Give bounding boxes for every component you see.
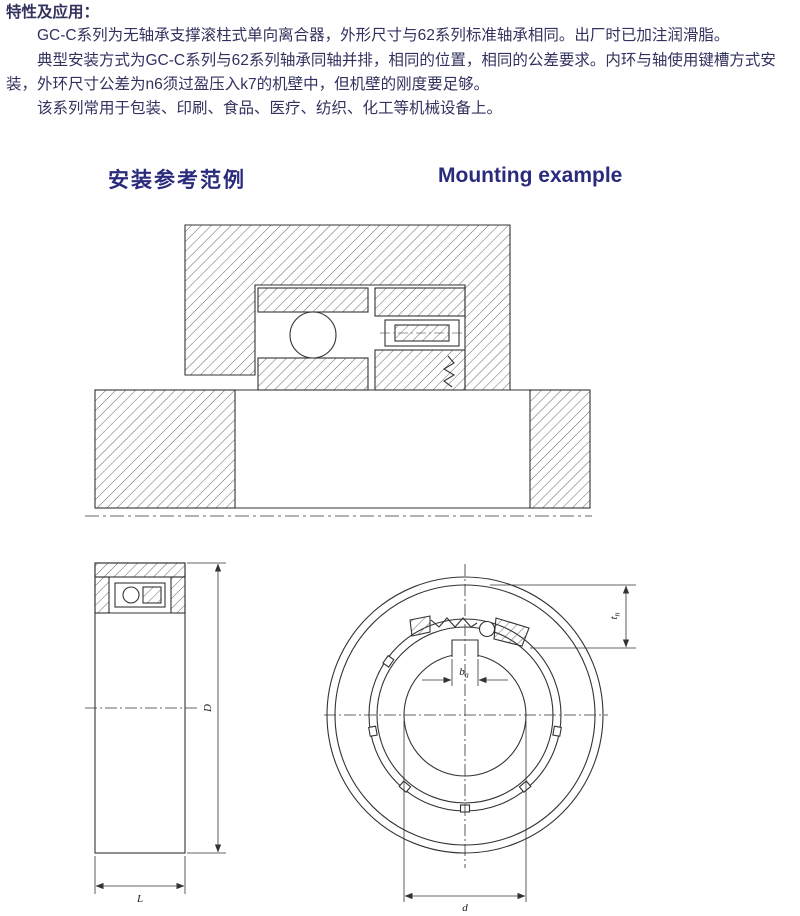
clutch-spring xyxy=(442,355,456,388)
heading-mounting-example-en: Mounting example xyxy=(438,164,623,187)
body-paragraph: GC-C系列为无轴承支撑滚柱式单向离合器，外形尺寸与62系列标准轴承相同。出厂时… xyxy=(37,27,730,45)
dimension-D-label: D xyxy=(202,704,214,713)
clutch-section xyxy=(374,287,466,391)
section-title: 特性及应用： xyxy=(6,4,100,21)
housing-section xyxy=(184,224,511,391)
shaft-section xyxy=(94,389,591,509)
clutch-side-section-drawing: D L xyxy=(85,562,226,905)
spring-roller-mechanism xyxy=(409,615,530,647)
heading-mounting-example-cn: 安装参考范例 xyxy=(108,169,246,192)
roller-detail xyxy=(114,582,166,608)
dimension-L-label: L xyxy=(136,893,143,905)
dimension-b xyxy=(422,659,508,686)
ball-bearing-section xyxy=(257,287,369,391)
dimension-D xyxy=(187,562,226,854)
dimension-d-label: d xyxy=(462,902,468,914)
outer-ring-section xyxy=(94,562,186,614)
features-and-applications-section: 特性及应用： GC-C系列为无轴承支撑滚柱式单向离合器，外形尺寸与62系列标准轴… xyxy=(6,2,796,121)
mounting-cross-section-drawing xyxy=(85,224,592,517)
clutch-front-view-drawing: d ba tn xyxy=(324,564,636,914)
dimension-d xyxy=(403,721,527,902)
dimension-L xyxy=(94,856,186,894)
dimension-b-label: ba xyxy=(459,666,469,680)
body-paragraph: 该系列常用于包装、印刷、食品、医疗、纺织、化工等机械设备上。 xyxy=(37,99,503,117)
dimension-t xyxy=(490,584,636,649)
body-paragraph: 典型安装方式为GC-C系列与62系列轴承同轴并排，相同的位置，相同的公差要求。内… xyxy=(6,51,776,93)
roller-slot-marks xyxy=(368,654,562,813)
dimension-t-label: tn xyxy=(608,612,622,619)
